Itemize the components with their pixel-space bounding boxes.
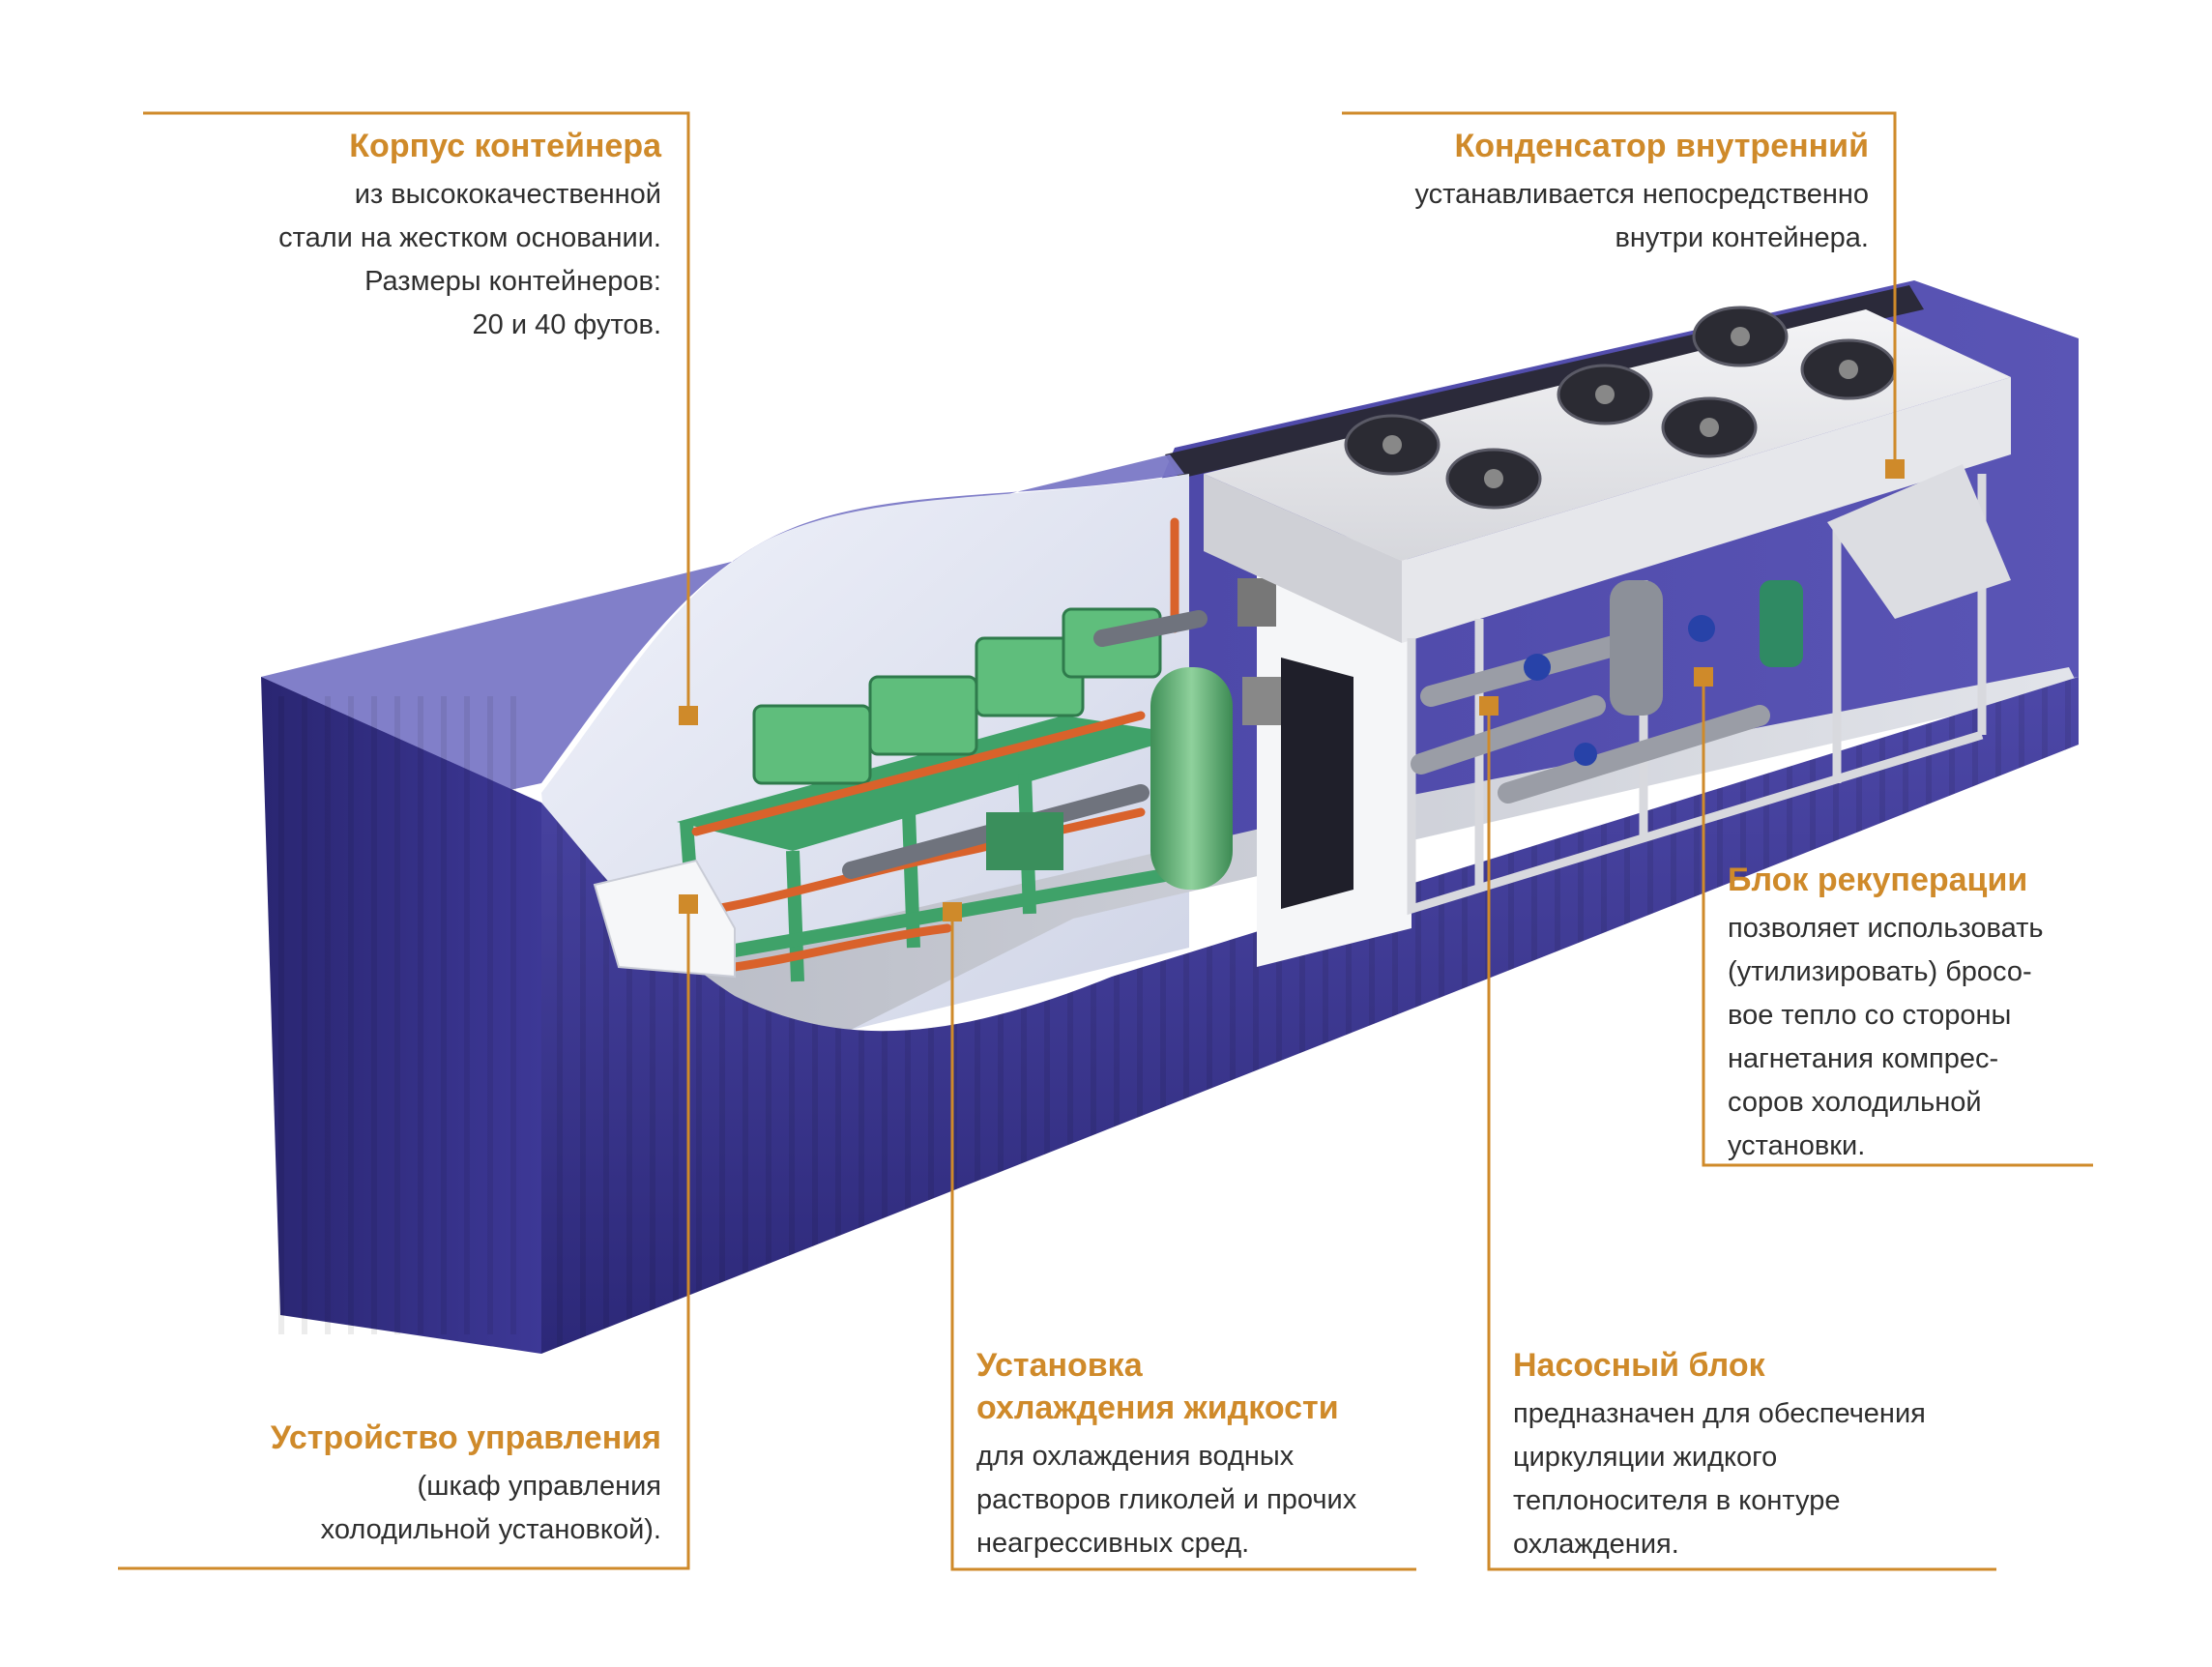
text-line: вое тепло со стороны	[1728, 1000, 2012, 1031]
pump-motor	[1760, 580, 1803, 667]
callout-recuperation: Блок рекуперации позволяет использовать …	[1728, 859, 2134, 1168]
receiver-tank	[1150, 667, 1233, 890]
text-line: стали на жестком основании.	[278, 222, 661, 253]
title-line: охлаждения жидкости	[976, 1389, 1339, 1426]
control-cabinet	[593, 859, 736, 979]
leader-lines	[118, 111, 2093, 1571]
callout-housing-title: Корпус контейнера	[349, 128, 661, 164]
title-line: Установка	[976, 1347, 1143, 1384]
leader-markers	[679, 459, 1905, 921]
text-line: предназначен для обеспечения	[1513, 1398, 1926, 1429]
chiller-frame-top	[677, 716, 1189, 851]
callout-pump-text: предназначен для обеспечения циркуляции …	[1513, 1392, 2016, 1566]
end-face-ribs	[271, 696, 532, 1334]
text-line: охлаждения.	[1513, 1529, 1679, 1560]
callout-control: Устройство управления (шкаф управления х…	[159, 1417, 661, 1552]
condenser-fan-hubs	[1382, 327, 1858, 488]
callout-chiller-title: Установка охлаждения жидкости	[976, 1344, 1441, 1429]
text-line: растворов гликолей и прочих	[976, 1484, 1357, 1515]
control-gauges	[986, 812, 1063, 870]
blue-valves	[1524, 615, 1715, 766]
partition-door	[1281, 658, 1353, 909]
text-line: 20 и 40 футов.	[472, 309, 661, 340]
orange-pipes	[691, 517, 1179, 972]
callout-chiller-text: для охлаждения водных растворов гликолей…	[976, 1435, 1441, 1565]
callout-recuperation-title: Блок рекуперации	[1728, 862, 2028, 898]
callout-condenser-title: Конденсатор внутренний	[1454, 128, 1869, 164]
vessel-recuperation	[1610, 580, 1663, 716]
callout-control-text: (шкаф управления холодильной установкой)…	[159, 1465, 661, 1552]
callout-control-title: Устройство управления	[270, 1419, 661, 1456]
callout-chiller: Установка охлаждения жидкости для охлажд…	[976, 1344, 1441, 1565]
text-line: для охлаждения водных	[976, 1441, 1295, 1472]
callout-condenser: Конденсатор внутренний устанавливается н…	[1250, 125, 1869, 260]
callout-housing: Корпус контейнера из высококачественной …	[120, 125, 661, 347]
callout-pump: Насосный блок предназначен для обеспечен…	[1513, 1344, 2016, 1566]
text-line: (шкаф управления	[417, 1471, 661, 1502]
text-line: холодильной установкой).	[320, 1514, 661, 1545]
text-line: установки.	[1728, 1130, 1866, 1161]
text-line: (утилизировать) бросо-	[1728, 956, 2032, 987]
partition-box-1	[1237, 578, 1276, 627]
callout-recuperation-text: позволяет использовать (утилизировать) б…	[1728, 907, 2134, 1168]
condenser-front	[1402, 377, 2011, 643]
text-line: позволяет использовать	[1728, 913, 2044, 944]
callout-pump-title: Насосный блок	[1513, 1347, 1765, 1384]
front-wall-ribs	[541, 677, 2079, 1354]
callout-housing-text: из высококачественной стали на жестком о…	[120, 173, 661, 347]
partition-box-2	[1242, 677, 1281, 725]
condenser-side	[1204, 474, 1402, 643]
text-line: циркуляции жидкого	[1513, 1442, 1778, 1473]
text-line: нагнетания компрес-	[1728, 1043, 1999, 1074]
text-line: внутри контейнера.	[1615, 222, 1870, 253]
text-line: Размеры контейнеров:	[364, 266, 661, 297]
callout-condenser-text: устанавливается непосредственно внутри к…	[1250, 173, 1869, 260]
text-line: теплоносителя в контуре	[1513, 1485, 1841, 1516]
text-line: соров холодильной	[1728, 1087, 1982, 1118]
text-line: неагрессивных сред.	[976, 1528, 1250, 1559]
compressors	[752, 607, 1162, 785]
hood-panel	[1827, 464, 2011, 619]
text-line: из высококачественной	[354, 179, 661, 210]
text-line: устанавливается непосредственно	[1414, 179, 1869, 210]
